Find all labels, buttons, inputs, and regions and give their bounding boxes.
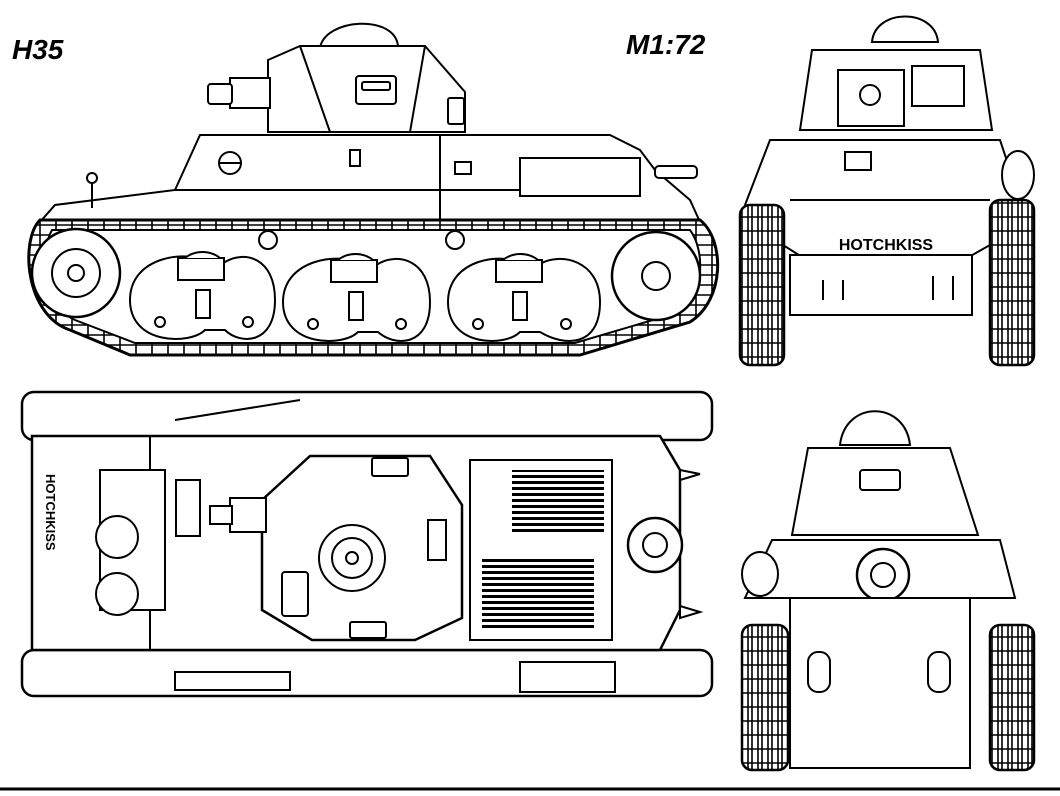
model-title: H35 [12,34,64,65]
scale-label: M1:72 [626,29,706,60]
front-hull-marking: HOTCHKISS [839,237,934,254]
top-hull-marking: HOTCHKISS [43,474,58,551]
top-view [22,392,712,696]
rear-view [742,411,1034,770]
front-view [740,17,1034,366]
side-view [29,24,718,355]
